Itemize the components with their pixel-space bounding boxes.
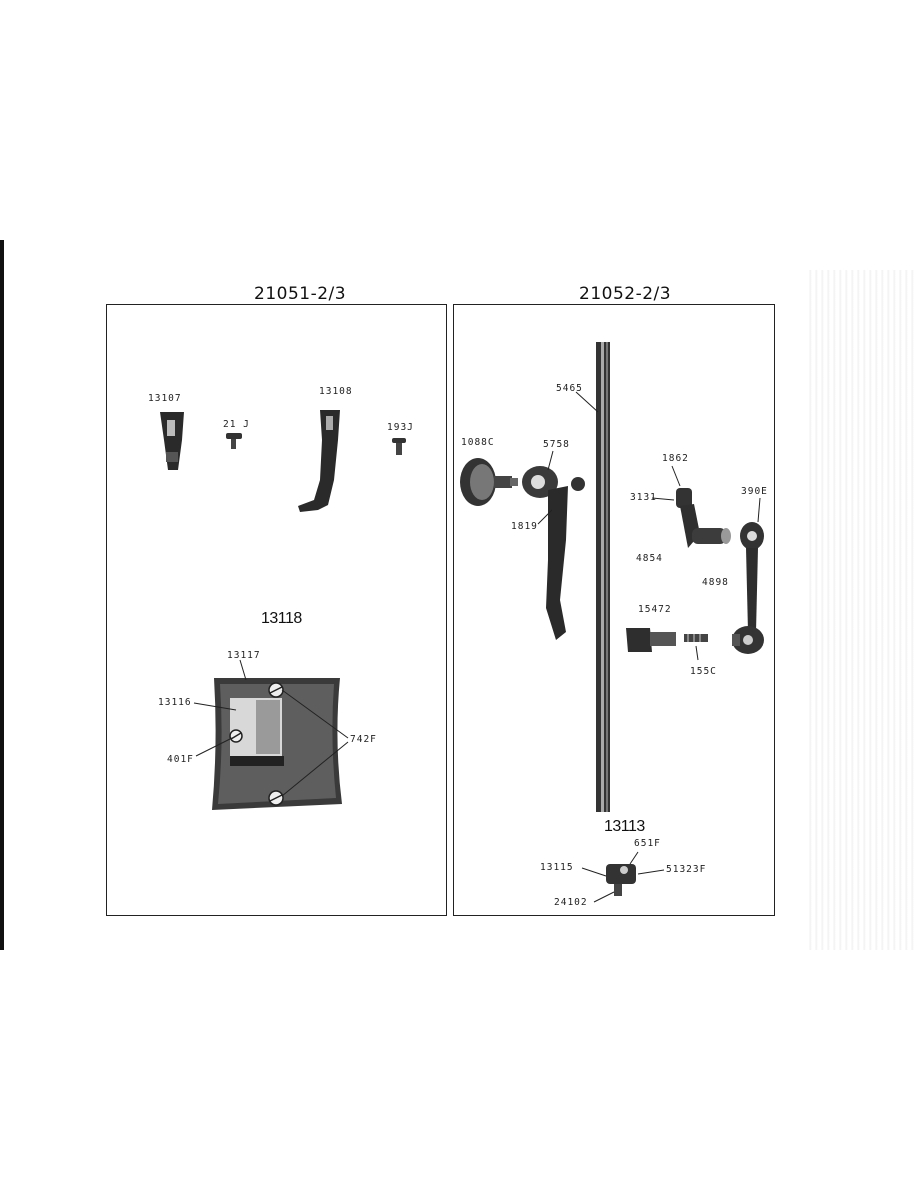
label-13108: 13108	[319, 386, 353, 397]
label-651f: 651F	[634, 838, 661, 849]
part-4854-illustration	[651, 465, 731, 548]
label-1819: 1819	[511, 521, 538, 532]
label-24102: 24102	[554, 897, 588, 908]
binding-edge	[0, 240, 4, 950]
label-5758: 5758	[543, 439, 570, 450]
label-155c: 155C	[690, 666, 717, 677]
label-15472: 15472	[638, 604, 672, 615]
part-13118-illustration	[193, 659, 349, 810]
label-51323f: 51323F	[666, 864, 707, 875]
assembly-13118: 13118	[261, 610, 302, 627]
part-13107-illustration	[160, 412, 184, 470]
part-4898-illustration	[732, 497, 764, 654]
label-13107: 13107	[148, 393, 182, 404]
label-13115: 13115	[540, 862, 574, 873]
label-3131: 3131	[630, 492, 657, 503]
label-193j: 193J	[387, 422, 414, 433]
page-edge-speckle	[806, 270, 916, 950]
right-heading: 21052-2/3	[579, 284, 672, 304]
assembly-13113: 13113	[604, 818, 645, 835]
part-5465-illustration	[575, 342, 610, 812]
label-21j: 21 J	[223, 419, 250, 430]
label-4854: 4854	[636, 553, 663, 564]
left-heading: 21051-2/3	[254, 284, 347, 304]
label-5465: 5465	[556, 383, 583, 394]
label-742f: 742F	[350, 734, 377, 745]
label-4898: 4898	[702, 577, 729, 588]
label-390e: 390E	[741, 486, 768, 497]
part-13113-illustration	[581, 851, 665, 903]
label-401f: 401F	[167, 754, 194, 765]
right-panel	[453, 304, 775, 916]
part-1088c-illustration	[460, 458, 518, 506]
left-panel	[106, 304, 447, 916]
label-13117: 13117	[227, 650, 261, 661]
part-193j-illustration	[392, 438, 406, 455]
part-15472-illustration	[626, 628, 708, 661]
part-13108-illustration	[298, 410, 340, 512]
label-1862: 1862	[662, 453, 689, 464]
label-13116: 13116	[158, 697, 192, 708]
part-1819-illustration	[522, 450, 585, 640]
label-1088c: 1088C	[461, 437, 495, 448]
part-21j-illustration	[226, 433, 242, 449]
